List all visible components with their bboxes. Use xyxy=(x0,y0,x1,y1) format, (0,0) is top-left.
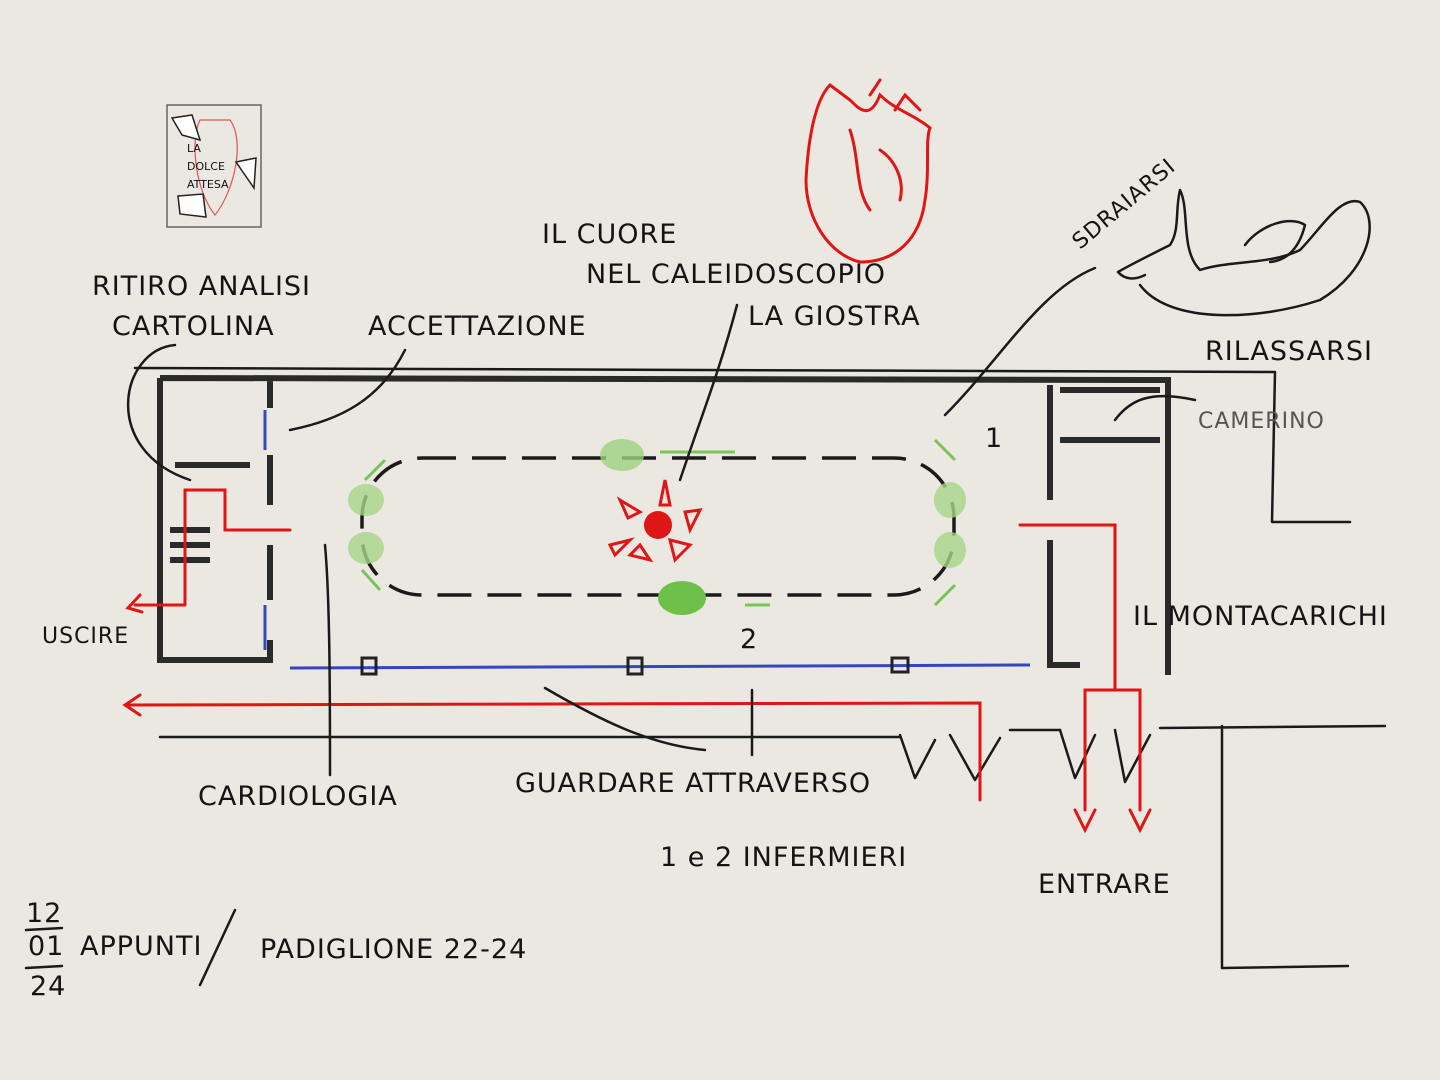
label-cardiologia: CARDIOLOGIA xyxy=(198,781,398,812)
label-cartolina: CARTOLINA xyxy=(112,311,275,342)
label-guardare-attraverso: GUARDARE ATTRAVERSO xyxy=(515,768,871,799)
relaxing-person-drawing xyxy=(1116,188,1371,317)
label-nel-caleidoscopio: NEL CALEIDOSCOPIO xyxy=(586,259,886,290)
label-montacarichi: IL MONTACARICHI xyxy=(1133,601,1388,632)
svg-text:DOLCE: DOLCE xyxy=(187,160,225,173)
svg-text:LA: LA xyxy=(187,142,201,155)
label-il-cuore: IL CUORE xyxy=(542,219,677,250)
label-la-giostra: LA GIOSTRA xyxy=(748,301,921,332)
label-ritiro-analisi: RITIRO ANALISI xyxy=(92,271,311,302)
label-rilassarsi: RILASSARSI xyxy=(1205,336,1373,367)
label-entrare: ENTRARE xyxy=(1038,869,1171,900)
label-appunti: APPUNTI xyxy=(80,931,202,962)
label-sdraiarsi: SDRAIARSI xyxy=(1068,154,1181,255)
date-day: 12 xyxy=(26,898,62,929)
label-nurse-1: 1 xyxy=(985,423,1003,454)
la-dolce-attesa-logo: LA DOLCE ATTESA xyxy=(166,104,262,228)
svg-text:ATTESA: ATTESA xyxy=(187,178,229,191)
label-nurse-2: 2 xyxy=(740,624,758,655)
date-month: 01 xyxy=(28,931,64,962)
anatomical-heart-drawing xyxy=(804,78,932,264)
kaleidoscope-heart xyxy=(607,479,703,563)
label-infermieri: 1 e 2 INFERMIERI xyxy=(660,842,907,873)
carousel-path xyxy=(348,438,966,615)
label-padiglione: PADIGLIONE 22-24 xyxy=(260,934,527,965)
label-accettazione: ACCETTAZIONE xyxy=(368,311,587,342)
label-uscire: USCIRE xyxy=(42,624,129,649)
date-year: 24 xyxy=(30,971,66,1002)
label-camerino: CAMERINO xyxy=(1198,409,1325,434)
